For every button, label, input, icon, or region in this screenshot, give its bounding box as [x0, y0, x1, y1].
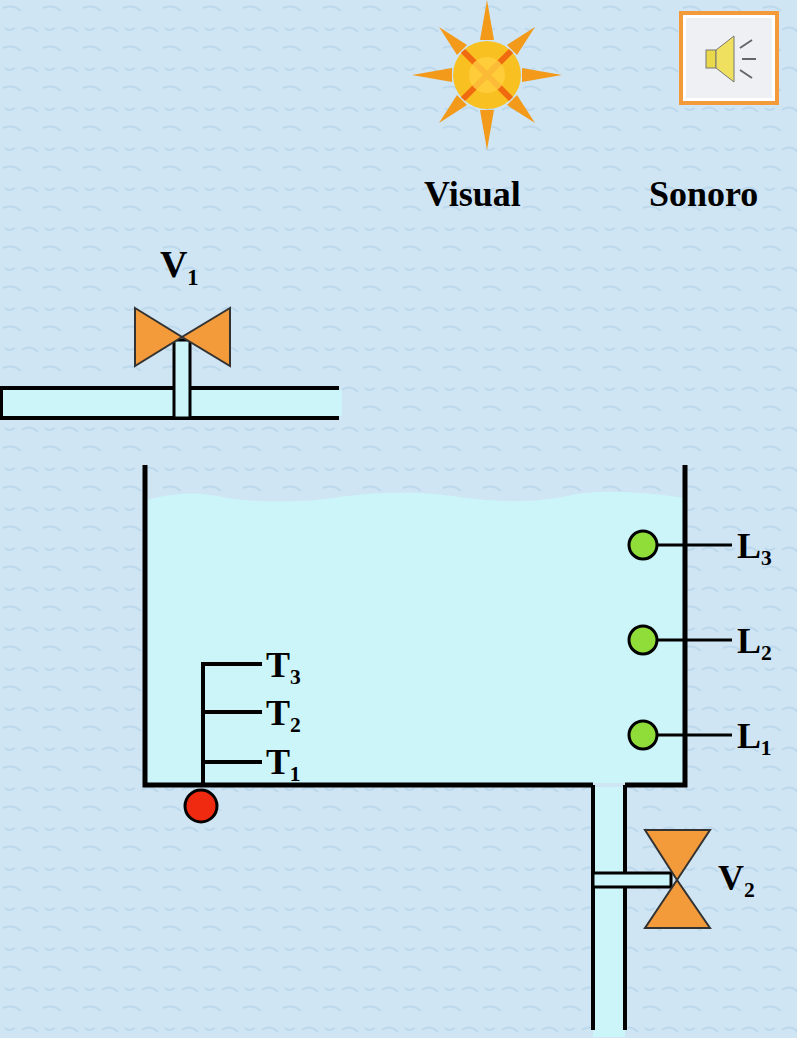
outlet-pipe — [593, 787, 625, 1037]
level-sensors — [629, 531, 732, 749]
temperature-label: T₃ — [266, 647, 301, 683]
level-label: L₃ — [737, 528, 772, 564]
outlet-pipe-wall — [593, 785, 625, 1030]
valve-label: V₂ — [718, 860, 755, 896]
tank-wall — [145, 465, 685, 785]
alarm-label: Sonoro — [649, 176, 758, 212]
temperature-label: T₂ — [266, 695, 301, 731]
valve-v1 — [135, 308, 230, 418]
valve-v2 — [593, 830, 710, 928]
temperature-sensor — [185, 662, 262, 822]
temperature-label: T₁ — [266, 744, 301, 780]
valve-label: V₁ — [160, 245, 199, 283]
alarm-label: Visual — [424, 176, 521, 212]
level-label: L₁ — [737, 718, 772, 754]
water — [147, 492, 685, 783]
level-label: L₂ — [737, 623, 772, 659]
inlet-pipe-end — [262, 390, 342, 416]
sound-alarm-speaker — [681, 13, 777, 103]
visual-alarm-sun — [412, 0, 562, 150]
